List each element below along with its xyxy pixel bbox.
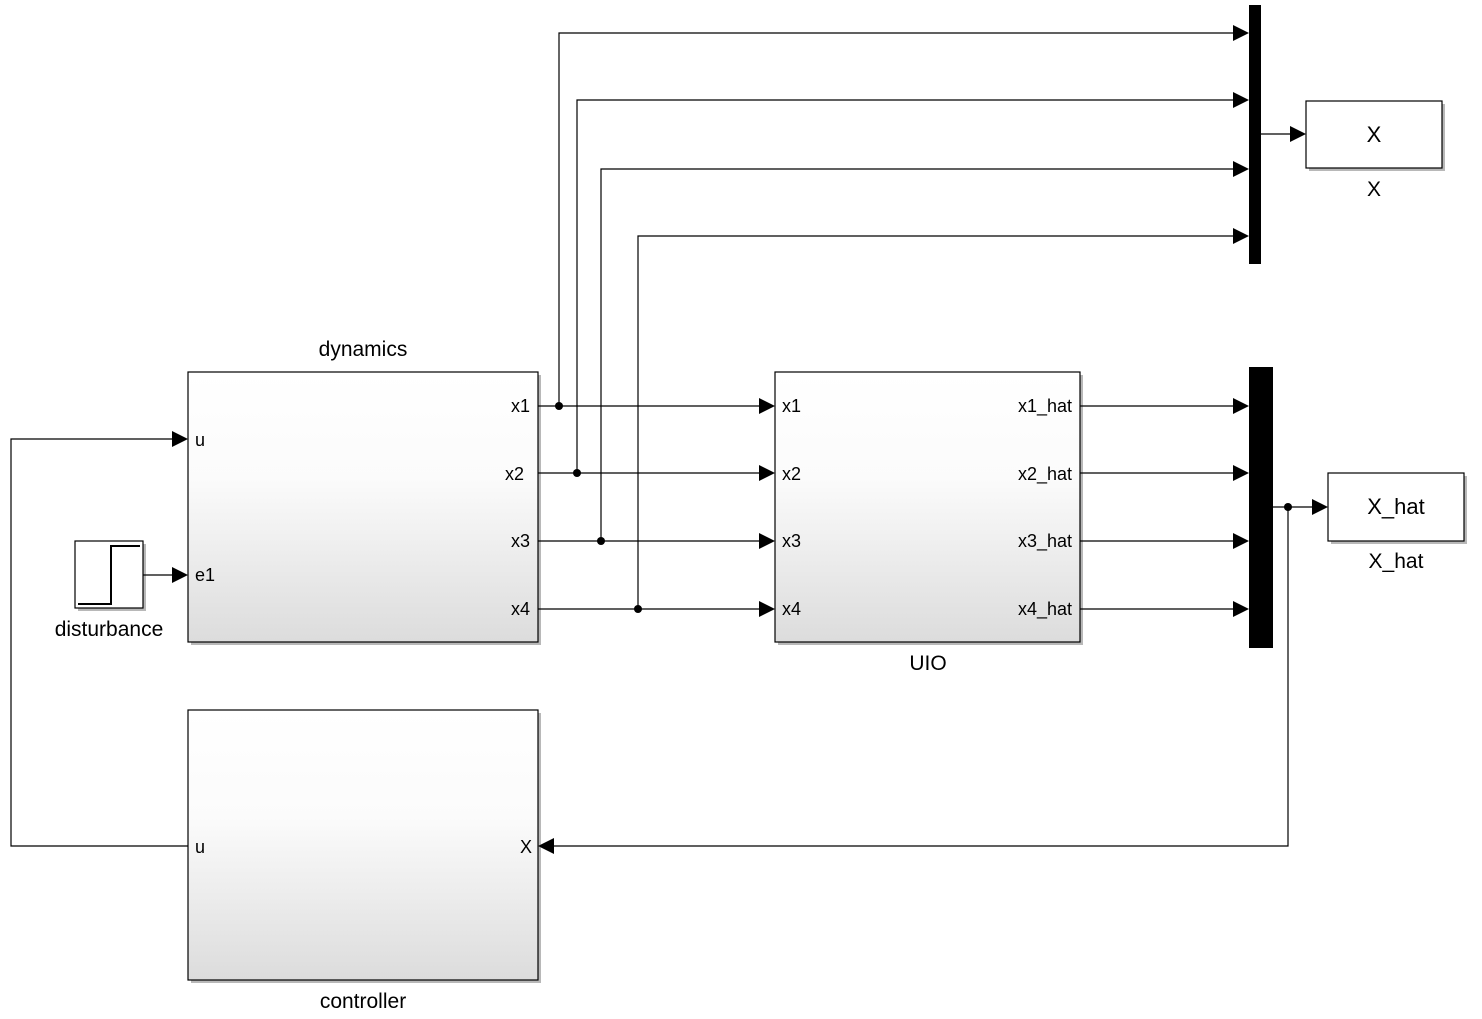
x-hat-display-box[interactable]	[1327, 472, 1465, 542]
junction-dot	[555, 402, 563, 410]
controller-block[interactable]: u X	[187, 709, 539, 981]
dynamics-port-e1: e1	[195, 565, 215, 585]
junction-dot	[597, 537, 605, 545]
arrow-icon	[1233, 92, 1249, 108]
arrow-icon	[172, 567, 188, 583]
dynamics-port-x3: x3	[511, 531, 530, 551]
arrow-icon	[1233, 161, 1249, 177]
arrow-icon	[1233, 601, 1249, 617]
x-display-text: X	[1367, 122, 1382, 147]
wire-x4-branch[interactable]	[637, 235, 1234, 609]
junction-dots	[555, 402, 1292, 613]
signal-lines	[10, 32, 1313, 847]
x-hat-display-block[interactable]: X_hat	[1327, 472, 1465, 542]
arrow-icon	[759, 398, 775, 414]
wire-control-u[interactable]	[10, 438, 188, 847]
mux-x-hat[interactable]	[1249, 367, 1273, 648]
dynamics-port-u: u	[195, 430, 205, 450]
controller-port-x: X	[520, 837, 532, 857]
disturbance-block[interactable]	[74, 540, 144, 609]
dynamics-label: dynamics	[319, 338, 408, 361]
arrow-icon	[759, 465, 775, 481]
uio-port-x1: x1	[782, 396, 801, 416]
disturbance-label: disturbance	[55, 618, 164, 641]
x-display-box[interactable]	[1305, 100, 1443, 169]
arrowheads	[172, 25, 1328, 854]
controller-label: controller	[320, 990, 406, 1013]
x-display-label: X	[1367, 178, 1381, 201]
dynamics-block[interactable]: u e1 x1 x2 x3 x4	[187, 371, 539, 643]
uio-port-x1-hat: x1_hat	[1018, 396, 1072, 417]
uio-port-x3: x3	[782, 531, 801, 551]
uio-port-x3-hat: x3_hat	[1018, 531, 1072, 552]
uio-box[interactable]	[774, 371, 1081, 643]
uio-port-x4: x4	[782, 599, 801, 619]
arrow-icon	[1233, 25, 1249, 41]
uio-port-x2: x2	[782, 464, 801, 484]
uio-port-x4-hat: x4_hat	[1018, 599, 1072, 620]
controller-port-u: u	[195, 837, 205, 857]
uio-label: UIO	[909, 652, 946, 675]
arrow-icon	[1233, 398, 1249, 414]
x-hat-display-text: X_hat	[1367, 494, 1425, 519]
arrow-icon	[1233, 465, 1249, 481]
uio-block[interactable]: x1 x2 x3 x4 x1_hat x2_hat x3_hat x4_hat	[774, 371, 1081, 643]
wire-x3-branch[interactable]	[600, 168, 1234, 541]
arrow-icon	[538, 838, 554, 854]
x-display-block[interactable]: X	[1305, 100, 1443, 169]
junction-dot	[1284, 503, 1292, 511]
junction-dot	[634, 605, 642, 613]
arrow-icon	[759, 533, 775, 549]
disturbance-box[interactable]	[74, 540, 144, 609]
arrow-icon	[759, 601, 775, 617]
dynamics-port-x1: x1	[511, 396, 530, 416]
controller-box[interactable]	[187, 709, 539, 981]
x-hat-display-label: X_hat	[1369, 550, 1424, 573]
dynamics-port-x2: x2	[505, 464, 524, 484]
wire-feedback-x-hat[interactable]	[553, 507, 1289, 847]
wire-x2-branch[interactable]	[576, 99, 1234, 473]
arrow-icon	[1233, 228, 1249, 244]
arrow-icon	[1312, 499, 1328, 515]
step-icon	[78, 545, 140, 605]
uio-port-x2-hat: x2_hat	[1018, 464, 1072, 485]
wire-x1-branch[interactable]	[558, 32, 1234, 406]
arrow-icon	[1233, 533, 1249, 549]
arrow-icon	[1290, 126, 1306, 142]
junction-dot	[573, 469, 581, 477]
mux-x[interactable]	[1249, 5, 1261, 264]
arrow-icon	[172, 431, 188, 447]
dynamics-port-x4: x4	[511, 599, 530, 619]
dynamics-box[interactable]	[187, 371, 539, 643]
